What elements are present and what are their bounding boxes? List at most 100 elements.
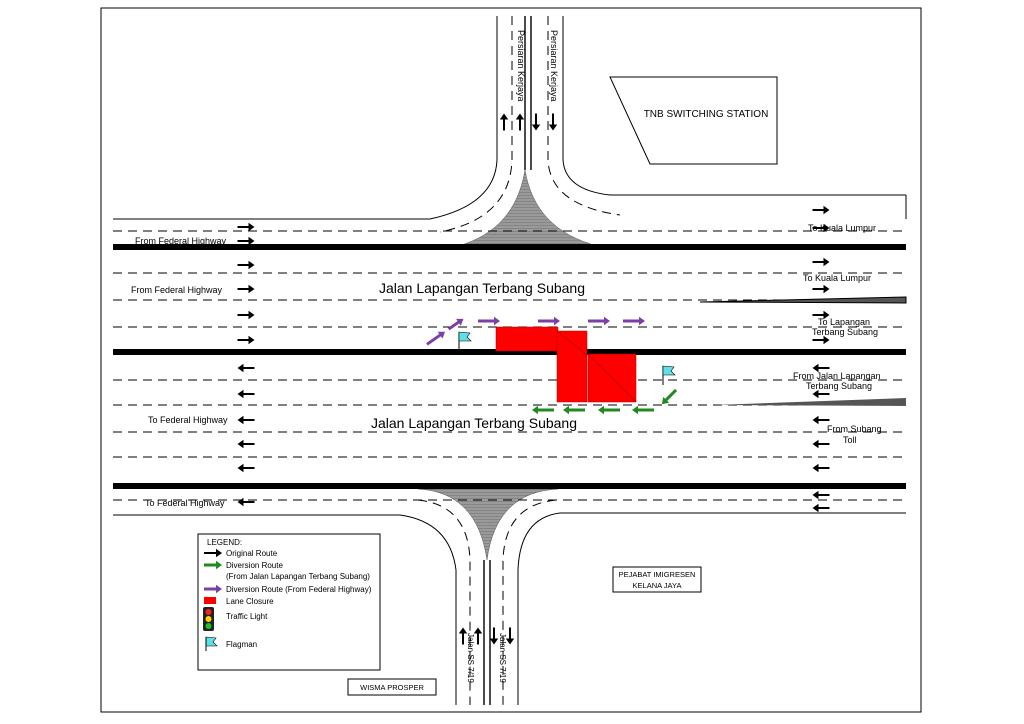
to-lapangan-label-line2: Terbang Subang [812, 327, 878, 337]
north-traffic-island [457, 169, 599, 247]
lane-closures [495, 326, 637, 403]
flagman-icon [205, 636, 218, 651]
legend-title: LEGEND: [207, 538, 242, 547]
from-federal-highway-label-1: From Federal Highway [135, 236, 227, 246]
original-route-arrow-west [237, 439, 255, 449]
original-route-arrow-west [812, 439, 830, 449]
south-road-edges [113, 512, 906, 705]
lane-closure-2 [556, 330, 588, 403]
main-road-name-lower: Jalan Lapangan Terbang Subang [371, 415, 577, 431]
south-road-lane-lines [417, 499, 557, 705]
to-federal-highway-label-2: To Federal Highway [145, 498, 225, 508]
tnb-switching-station-building [609, 76, 778, 165]
diversion-green-arrow [661, 388, 678, 405]
legend-traffic-light: Traffic Light [226, 612, 268, 621]
original-route-arrow-north [458, 627, 468, 645]
north-road-edges [113, 16, 906, 220]
diversion-purple-arrow [623, 316, 645, 326]
original-route-arrow-east [812, 257, 830, 267]
original-route-arrow-north [473, 627, 483, 645]
original-route-arrow-east [812, 223, 830, 233]
imigresen-label-line1: PEJABAT IMIGRESEN [619, 570, 696, 579]
legend-lane-closure: Lane Closure [226, 597, 274, 606]
imigresen-label-line2: KELANA JAYA [633, 581, 682, 590]
imigresen-building [612, 566, 702, 593]
legend-symbols [204, 548, 222, 594]
page-frame [100, 7, 922, 713]
median-south [113, 483, 906, 489]
diversion-purple-arrow [588, 316, 610, 326]
original-route-arrow-west [812, 363, 830, 373]
original-route-arrow-west [237, 363, 255, 373]
legend-diversion-green-line2: (From Jalan Lapangan Terbang Subang) [226, 572, 370, 581]
diversion-green-arrow [632, 405, 654, 415]
original-route-arrow-west [237, 497, 255, 507]
original-route-arrow-east [812, 335, 830, 345]
legend-green-arrow [204, 560, 222, 570]
to-lapangan-label-line1: To Lapangan [818, 317, 870, 327]
original-route-arrows [237, 113, 830, 645]
lane-closure-1 [495, 326, 559, 352]
diversion-green-arrow [598, 405, 620, 415]
legend-diversion-green-line1: Diversion Route [226, 561, 283, 570]
original-route-arrow-east [237, 310, 255, 320]
original-route-arrow-west [237, 463, 255, 473]
north-road-center [524, 16, 532, 170]
legend-original-route: Original Route [226, 549, 278, 558]
diversion-purple-arrow [447, 318, 464, 331]
wisma-prosper-building [347, 678, 437, 696]
diversion-route-jalan-arrows [532, 388, 678, 415]
median-center [113, 349, 906, 355]
from-federal-highway-label-2: From Federal Highway [131, 285, 223, 295]
legend-flagman: Flagman [226, 640, 257, 649]
from-subang-toll-label-line1: From Subang [827, 424, 882, 434]
south-road-name-left: Jalan SS 7/19 [466, 633, 475, 683]
from-jalan-lapangan-label-line1: From Jalan Lapangan [793, 371, 881, 381]
south-road-name-right: Jalan SS 7/19 [498, 633, 507, 683]
original-route-arrow-east [237, 236, 255, 246]
original-route-arrow-south [505, 627, 515, 645]
legend-closure-swatch [204, 597, 216, 604]
north-road-name-left: Persiaran Kerjaya [516, 30, 526, 102]
lower-taper [715, 398, 906, 406]
original-route-arrow-east [812, 284, 830, 294]
original-route-arrow-north [515, 113, 525, 131]
legend-purple-arrow [204, 584, 222, 594]
original-route-arrow-west [237, 415, 255, 425]
flagman-2 [662, 365, 676, 385]
main-road-name-upper: Jalan Lapangan Terbang Subang [379, 280, 585, 296]
original-route-arrow-north [499, 113, 509, 131]
median-north [113, 244, 906, 250]
to-kuala-lumpur-label-1: To Kuala Lumpur [808, 223, 876, 233]
original-route-arrow-east [237, 284, 255, 294]
traffic-light-icon [203, 607, 214, 631]
original-route-arrow-west [812, 415, 830, 425]
north-road-name-right: Persiaran Kerjaya [549, 30, 559, 102]
original-route-arrow-west [812, 503, 830, 513]
original-route-arrow-south [531, 113, 541, 131]
legend-diversion-purple: Diversion Route (From Federal Highway) [226, 585, 372, 594]
original-route-arrow-west [812, 463, 830, 473]
original-route-arrow-east [812, 310, 830, 320]
original-route-arrow-south [548, 113, 558, 131]
original-route-arrow-west [812, 389, 830, 399]
wisma-prosper-label: WISMA PROSPER [360, 683, 424, 692]
from-subang-toll-label-line2: Toll [843, 435, 857, 445]
diversion-route-federal-arrows [426, 316, 645, 346]
flagman-1 [458, 331, 472, 350]
original-route-arrow-south [489, 627, 499, 645]
original-route-arrow-east [237, 260, 255, 270]
upper-carriageway-solid [699, 195, 907, 304]
diversion-purple-arrow [478, 316, 500, 326]
south-road-center [483, 560, 491, 705]
diversion-green-arrow [563, 405, 585, 415]
diversion-green-arrow [532, 405, 554, 415]
to-federal-highway-label-1: To Federal Highway [148, 415, 228, 425]
tnb-label: TNB SWITCHING STATION [644, 109, 769, 120]
original-route-arrow-west [237, 389, 255, 399]
original-route-arrow-east [237, 335, 255, 345]
north-road-lane-lines [439, 16, 621, 233]
legend-original-arrow [204, 548, 222, 558]
south-traffic-island [417, 488, 559, 561]
